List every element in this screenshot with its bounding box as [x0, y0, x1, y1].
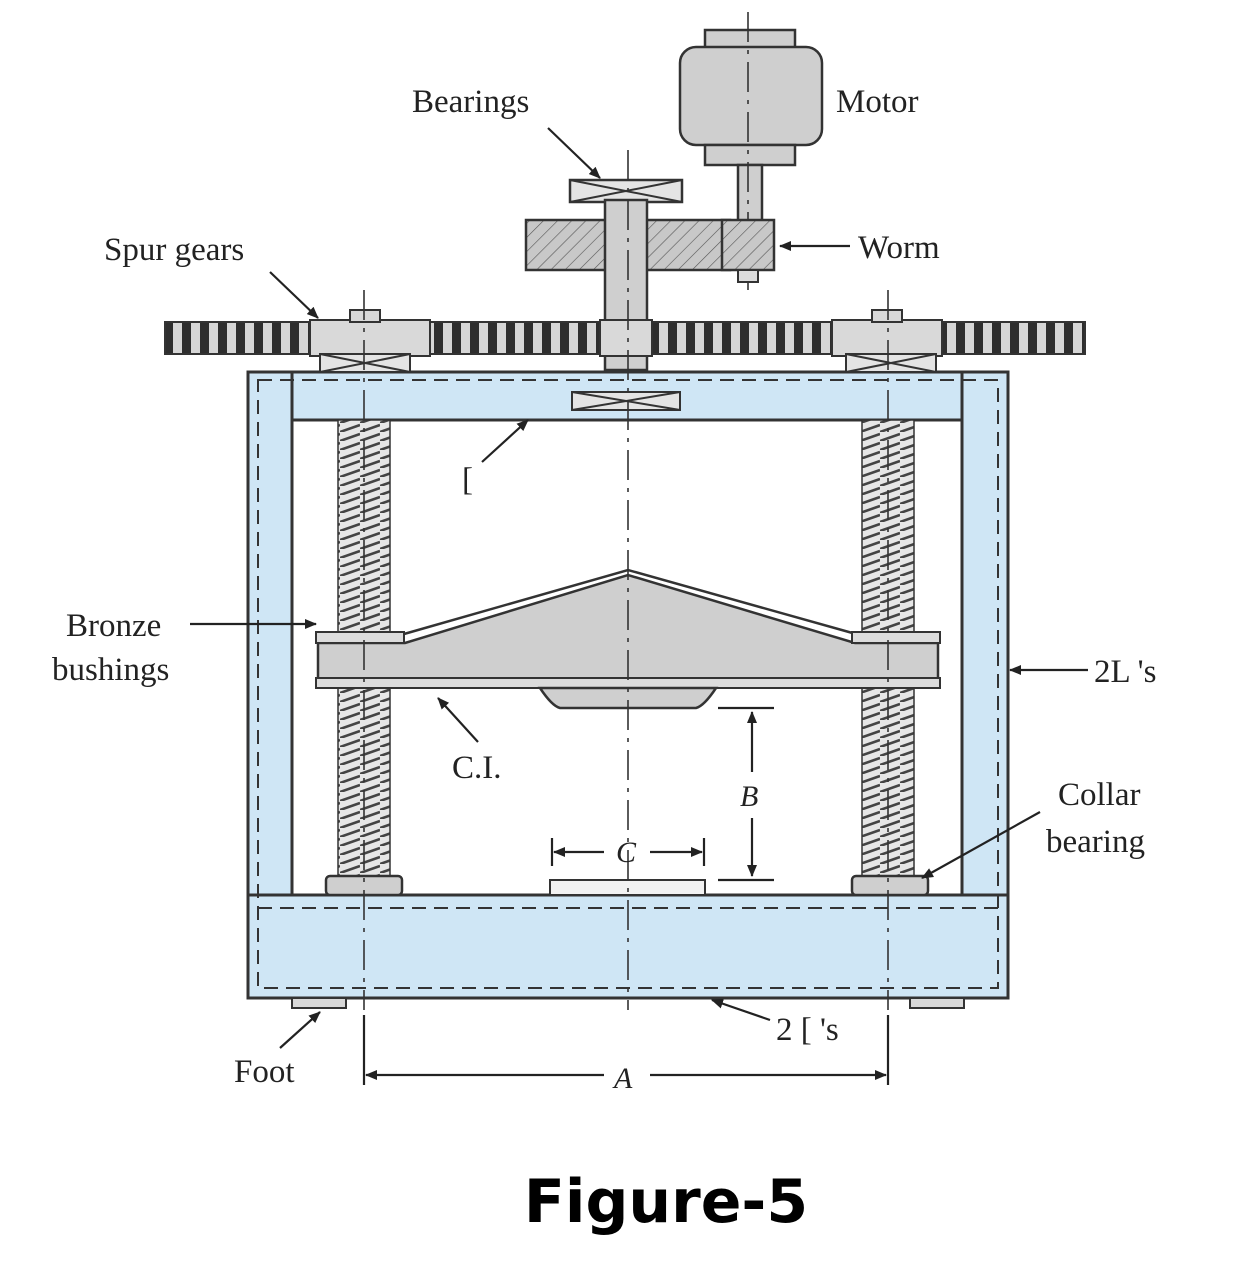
- label-spur-gears: Spur gears: [104, 232, 244, 268]
- worm-gear: [524, 218, 776, 283]
- bearing-top: [568, 178, 684, 204]
- label-bronze-line2: bushings: [52, 652, 169, 688]
- label-motor: Motor: [836, 84, 919, 120]
- spur-gear-train: [164, 309, 1086, 357]
- label-dim-a: A: [612, 1062, 633, 1095]
- label-foot: Foot: [234, 1054, 295, 1090]
- gear-bearings: [319, 353, 937, 411]
- label-two-channels: 2 [ 's: [776, 1012, 839, 1048]
- label-dim-b: B: [740, 780, 758, 813]
- dimension-a: [362, 1015, 890, 1085]
- label-worm: Worm: [858, 230, 940, 266]
- label-channel-symbol: [: [462, 462, 473, 498]
- leader-lines: [190, 127, 1088, 1049]
- anvil-plate: [549, 879, 706, 896]
- dimension-b: [718, 706, 774, 882]
- collar-bearings: [324, 874, 930, 897]
- motor: [678, 12, 824, 290]
- centerlines: [363, 150, 889, 1010]
- label-bearings: Bearings: [412, 84, 529, 120]
- figure-caption: Figure-5: [524, 1167, 808, 1237]
- label-ci: C.I.: [452, 750, 502, 786]
- feet: [291, 997, 965, 1009]
- label-collar-line2: bearing: [1046, 824, 1145, 860]
- dimension-c: [550, 838, 706, 866]
- label-two-angles: 2L 's: [1094, 654, 1156, 690]
- label-bronze-line1: Bronze: [66, 608, 161, 644]
- label-collar-line1: Collar: [1058, 777, 1140, 813]
- label-dim-c: C: [616, 836, 637, 869]
